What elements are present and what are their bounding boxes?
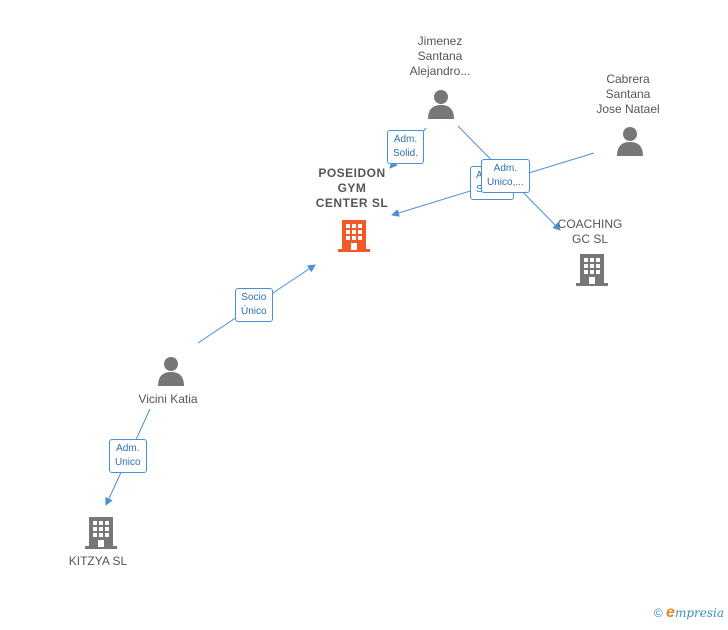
person-label-vicini[interactable]: Vicini Katia (138, 392, 198, 406)
company-label-poseidon[interactable]: POSEIDON GYM CENTER SL (315, 166, 389, 210)
copyright-icon: © (653, 606, 663, 620)
person-label-cabrera[interactable]: Cabrera Santana Jose Natael (596, 72, 660, 116)
empresia-footer[interactable]: © empresia (654, 604, 724, 622)
person-icon[interactable] (427, 89, 455, 119)
edge-badge-adm-solid[interactable]: Adm. Solid. (387, 130, 425, 164)
company-label-kitzya[interactable]: KITZYA SL (68, 554, 128, 568)
edge-badge-adm-unico[interactable]: Adm. Unico (109, 439, 147, 473)
person-icon[interactable] (157, 356, 185, 386)
empresia-logo-text: mpresia (674, 606, 724, 620)
person-icon[interactable] (616, 126, 644, 156)
building-icon[interactable] (338, 218, 370, 252)
edge-badge-socio-unico[interactable]: Socio Único (235, 288, 273, 322)
empresia-logo-e: e (666, 604, 675, 621)
building-icon[interactable] (576, 252, 608, 286)
edge-badge-adm-unico-cut[interactable]: Adm. Unico,... (481, 159, 530, 193)
building-icon[interactable] (85, 515, 117, 549)
person-label-jimenez[interactable]: Jimenez Santana Alejandro... (409, 34, 471, 78)
company-label-coaching[interactable]: COACHING GC SL (557, 217, 623, 246)
